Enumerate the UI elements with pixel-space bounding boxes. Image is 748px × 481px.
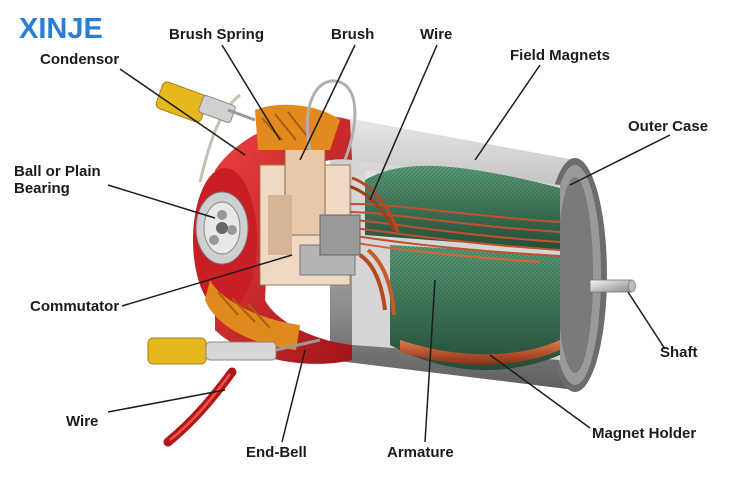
- lower-condensor-shape: [147, 337, 321, 365]
- shaft-shape: [589, 279, 636, 293]
- leader-armature: [424, 279, 436, 443]
- label-magnet-holder: Magnet Holder: [592, 425, 697, 442]
- leader-commutator: [121, 254, 293, 307]
- leader-condensor: [119, 68, 246, 156]
- bearing-shape: [195, 191, 249, 265]
- label-ball-bearing: Ball or Plain Bearing: [14, 163, 101, 197]
- label-brush: Brush: [331, 26, 375, 43]
- leader-field-magnets: [474, 64, 541, 161]
- label-brush-spring: Brush Spring: [169, 26, 265, 43]
- leader-bearing: [107, 184, 216, 219]
- brush-spring-shape: [255, 104, 340, 150]
- magnet-holder-shape: [400, 340, 560, 365]
- label-condensor: Condensor: [40, 51, 120, 68]
- upper-wire-cable: [198, 93, 241, 183]
- leader-wire-top: [369, 44, 438, 201]
- label-field-magnets: Field Magnets: [510, 47, 611, 64]
- lower-wire-cable: [163, 367, 237, 447]
- leader-end-bell: [281, 349, 306, 443]
- lower-brush-assembly: [205, 280, 300, 350]
- label-shaft: Shaft: [660, 344, 698, 361]
- label-commutator: Commutator: [30, 298, 120, 315]
- brand-logo: XINJE: [19, 13, 103, 45]
- label-outer-case: Outer Case: [628, 118, 709, 135]
- leader-magnet-holder: [489, 354, 591, 429]
- brush-wire-loop: [305, 79, 357, 161]
- armature-lower-shape: [390, 245, 560, 371]
- label-armature: Armature: [387, 444, 454, 461]
- condensor-shape: [155, 81, 256, 123]
- leader-outer-case: [569, 134, 671, 186]
- leader-brush: [299, 44, 356, 161]
- leader-lines: [107, 44, 671, 443]
- label-wire-bottom: Wire: [66, 413, 99, 430]
- leader-brush-spring: [221, 44, 281, 141]
- leader-shaft: [627, 291, 666, 350]
- label-wire-top: Wire: [420, 26, 453, 43]
- leader-wire-bottom: [107, 389, 226, 413]
- label-end-bell: End-Bell: [246, 444, 307, 461]
